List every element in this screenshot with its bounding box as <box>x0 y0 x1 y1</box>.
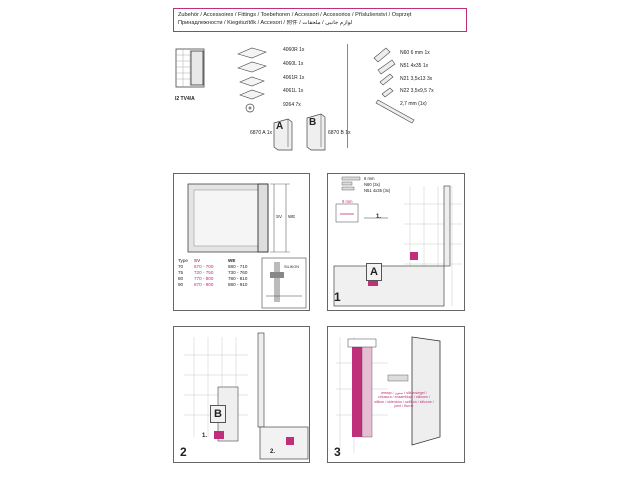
panel-step-2: B 1. 2. 2 <box>173 326 310 463</box>
table-header-row: Type SV WE <box>178 258 236 263</box>
panel-step-3: инмир / ستون / silkonsiegel / chiusura /… <box>327 326 465 463</box>
step2-box-b: B <box>210 405 226 423</box>
panel-dimensions: SV WE SILIKON Type SV WE 70 670 - 700 68… <box>173 173 310 311</box>
part-9264: 9264 7x <box>283 102 301 108</box>
label-sv: SV <box>276 214 283 219</box>
step2-sub-2: 2. <box>270 449 276 455</box>
part-4060r: 4060R 1x <box>283 47 305 53</box>
step1-item-n51: N51 4x35 (3x) <box>364 188 391 193</box>
detail-label: SILIKON <box>284 265 299 269</box>
dimension-table: Type SV WE 70 670 - 700 680 - 710 75 720… <box>178 258 258 288</box>
part-n60: N60 6 mm 1x <box>400 50 430 56</box>
step3-note: инмир / ستون / silkonsiegel / chiusura /… <box>374 391 434 408</box>
step2-sub-1: 1. <box>202 433 208 439</box>
part-letter-b: B <box>309 117 317 128</box>
label-we: WE <box>288 214 296 219</box>
step1-sub-1: 1. <box>376 214 382 220</box>
part-letter-a: A <box>276 121 284 132</box>
part-n21: N21 3,5x13 3x <box>400 76 433 82</box>
product-code: I2 TV4/A <box>175 96 195 102</box>
part-n51: N51 4x35 1x <box>400 63 429 69</box>
part-4061r: 4061R 1x <box>283 75 305 81</box>
part-6870a: 6870 A 1x <box>250 130 272 136</box>
part-4061l: 4061L 1x <box>283 88 304 94</box>
header-box: Zubehör / Accessoires / Fittings / Toebe… <box>173 8 467 32</box>
step1-measure: 9 mm <box>342 199 353 204</box>
step1-item-n60: N60 (3x) <box>364 182 381 187</box>
parts-divider <box>347 44 348 148</box>
step3-number: 3 <box>334 445 341 459</box>
table-row: 70 670 - 700 680 - 710 <box>178 264 248 269</box>
step1-drill: 6 mm <box>364 176 375 181</box>
part-4060l: 4060L 1x <box>283 61 304 67</box>
header-line-1: Zubehör / Accessoires / Fittings / Toebe… <box>178 12 412 18</box>
parts-left-icons <box>232 46 282 116</box>
table-row: 80 770 - 800 780 - 810 <box>178 276 248 281</box>
table-row: 90 870 - 900 880 - 910 <box>178 282 248 287</box>
part-box-b-illustration <box>305 112 327 152</box>
part-n22: N22 3,5x9,5 7x <box>400 88 434 94</box>
header-line-2: Принадлежности / Kiegészítők / Accesori … <box>178 20 353 26</box>
step1-box-a: A <box>366 263 382 281</box>
part-drill-bit: 2,7 mm (1x) <box>400 101 427 107</box>
step1-number: 1 <box>334 290 341 304</box>
part-box-a-illustration <box>272 117 294 152</box>
table-row: 75 720 - 750 730 - 760 <box>178 270 248 275</box>
panel-step-1: 6 mm N60 (3x) N51 4x35 (3x) 9 mm 1. A 1 <box>327 173 465 311</box>
parts-right-icons <box>368 44 423 124</box>
step2-number: 2 <box>180 445 187 459</box>
product-thumbnail <box>174 47 208 89</box>
